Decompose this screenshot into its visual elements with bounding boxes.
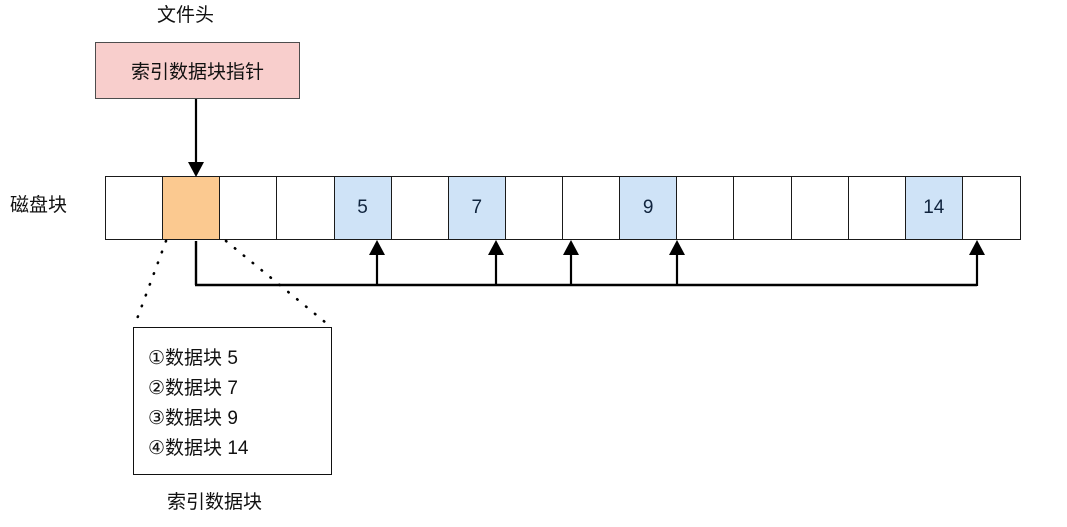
index-entry-marker: ③: [148, 408, 166, 429]
disk-cell-empty: [791, 177, 849, 239]
index-entry: ③数据块 9: [148, 404, 331, 434]
disk-cell-data-block: 14: [905, 177, 963, 239]
expansion-dotted-lines: [132, 239, 333, 329]
disk-cell-data-block: 9: [620, 177, 678, 239]
disk-cell-empty: [848, 177, 906, 239]
disk-cell-empty: [391, 177, 449, 239]
disk-cell-empty: [734, 177, 792, 239]
disk-cell-empty: [677, 177, 735, 239]
disk-cell-index-block: [163, 177, 221, 239]
index-entry: ②数据块 7: [148, 374, 331, 404]
file-header-label: 文件头: [157, 5, 215, 26]
index-entry-text: 数据块 5: [165, 348, 238, 369]
disk-cell-empty: [563, 177, 621, 239]
disk-cell-empty: [505, 177, 563, 239]
index-entry-text: 数据块 9: [165, 408, 238, 429]
index-data-block-caption: 索引数据块: [167, 492, 263, 513]
index-entry-text: 数据块 14: [165, 438, 249, 459]
disk-block-row-label: 磁盘块: [10, 195, 68, 216]
index-entry-text: 数据块 7: [165, 378, 238, 399]
pointer-arrow-to-index-cell: [188, 99, 204, 177]
index-entry-marker: ④: [148, 438, 166, 459]
disk-cell-data-block: 7: [448, 177, 506, 239]
disk-cell-data-block: 5: [334, 177, 392, 239]
disk-cell-empty: [106, 177, 164, 239]
index-entry: ④数据块 14: [148, 434, 331, 464]
index-block-pointer-box: 索引数据块指针: [95, 42, 300, 99]
index-entry: ①数据块 5: [148, 344, 331, 374]
index-entry-marker: ①: [148, 348, 166, 369]
index-entry-marker: ②: [148, 378, 166, 399]
disk-cell-empty: [962, 177, 1020, 239]
disk-cell-empty: [220, 177, 278, 239]
index-block-pointer-text: 索引数据块指针: [130, 62, 264, 83]
index-to-data-block-bus: [194, 240, 985, 287]
disk-cell-empty: [277, 177, 335, 239]
